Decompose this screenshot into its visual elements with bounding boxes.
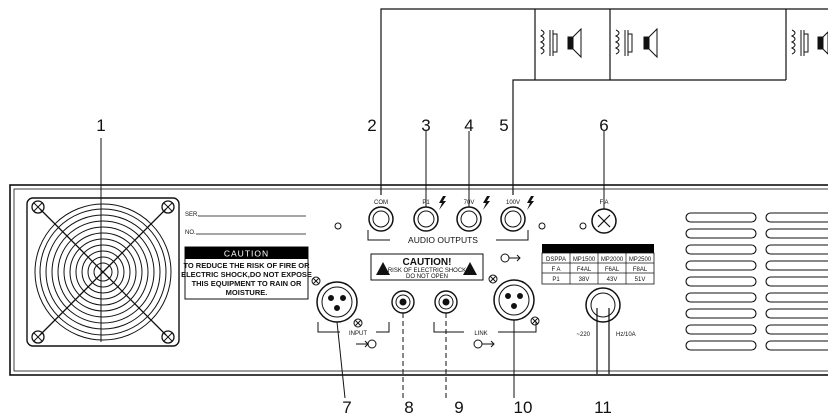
input-jack[interactable] [391,290,415,314]
speaker-icon [790,29,828,56]
link-xlr-connector[interactable] [493,279,535,321]
callout-number: 5 [499,116,508,135]
callout-number: 4 [464,116,473,135]
terminal-com[interactable] [368,206,394,232]
number-label: NO. [185,230,196,236]
fuse-table-header: DSPPA [546,257,566,263]
callout-number: 7 [342,398,351,416]
terminal-com-label: COM [374,200,388,206]
caution-label-line: MOISTURE. [226,288,268,297]
mount-screw [488,274,540,326]
input-bracket [317,322,390,333]
fuse-table-header: MP1500 [573,257,596,263]
callout-number: 10 [514,398,533,416]
speaker-icon [539,27,582,59]
cooling-fan [26,197,180,347]
callout-number: 2 [367,116,376,135]
mount-screw [334,222,587,230]
leader-lines [100,131,605,399]
power-rating-label: Hz/10A [616,332,636,338]
terminal-p1[interactable] [413,206,439,232]
input-label: INPUT [349,331,367,337]
lightning-icon [483,196,490,210]
terminal-70v[interactable] [456,206,482,232]
link-bracket [433,322,537,333]
caution-warning-box: CAUTION! RISK OF ELECTRIC SHOCK DO NOT O… [370,253,484,281]
fuse-table-header: MP2000 [601,257,624,263]
terminal-100v[interactable] [500,206,526,232]
caution-label-line: THIS EQUIPMENT TO RAIN OR [192,279,302,288]
link-arrow-icon [500,253,521,263]
callout-number: 9 [454,398,463,416]
fuse-table-cell: 51V [635,277,646,283]
mount-screw [311,276,363,328]
audio-outputs-label: AUDIO OUTPUTS [408,235,478,245]
audio-outputs-bracket [367,230,529,241]
fuse-table-cell: 38V [579,277,590,283]
caution-label: CAUTION TO REDUCE THE RISK OF FIRE OR EL… [181,246,312,300]
caution-box-title: CAUTION! [403,257,452,268]
fuse-table: DSPPA MP1500 MP2000 MP2500 F A F4AL F6AL… [541,244,655,285]
input-xlr-connector[interactable] [316,281,358,323]
power-cord-inlet[interactable] [585,287,621,374]
callout-number: 3 [421,116,430,135]
callout-number: 1 [96,116,105,135]
caution-label-title: CAUTION [224,249,269,259]
fuse-table-header: MP2500 [629,257,652,263]
lightning-icon [527,196,534,210]
link-label: LINK [474,331,487,337]
fuse-table-cell: F4AL [577,267,592,273]
vent-slots [685,212,828,351]
input-arrow-icon [356,339,377,349]
caution-label-line: TO REDUCE THE RISK OF FIRE OR [183,261,310,270]
chassis [9,184,828,376]
speaker-wiring [380,8,828,195]
caution-label-line: ELECTRIC SHOCK,DO NOT EXPOSE [181,270,312,279]
fuse-holder[interactable] [591,208,617,234]
power-label: ~220 [576,332,590,338]
link-jack[interactable] [434,290,458,314]
callout-number: 8 [404,398,413,416]
callout-number: 11 [594,398,612,416]
terminal-100v-label: 100V [506,200,520,206]
caution-box-line: DO NOT OPEN [406,274,448,280]
lightning-icon [439,196,446,210]
fuse-table-cell: 43V [607,277,618,283]
fuse-table-cell: F6AL [605,267,620,273]
fuse-table-cell: F A [551,267,560,273]
caution-box-line: RISK OF ELECTRIC SHOCK [388,268,466,274]
fuse-table-cell: P1 [552,277,560,283]
link-arrow-icon [473,339,495,349]
fuse-table-cell: F8AL [633,267,648,273]
callout-number: 6 [599,116,608,135]
speaker-icon [614,27,658,59]
serial-label: SER. [185,212,199,218]
